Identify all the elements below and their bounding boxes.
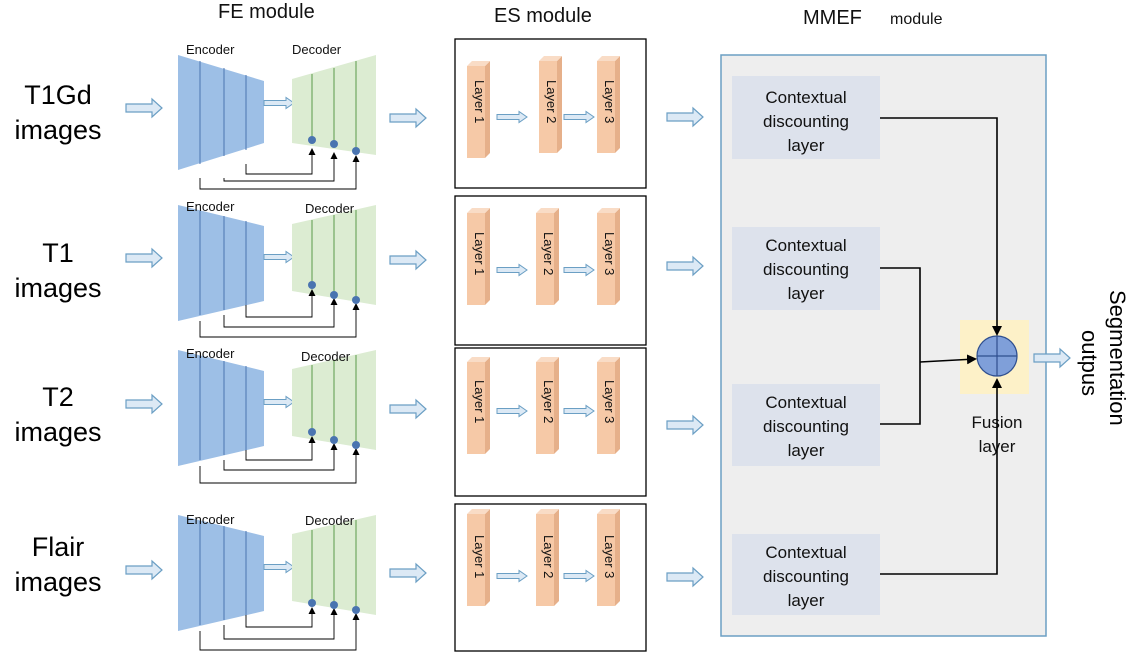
input-label-line2: images — [14, 273, 101, 303]
encoder-label: Encoder — [186, 346, 235, 361]
fe-module-title: FE module — [218, 1, 315, 23]
input-label-line1: Flair — [32, 532, 85, 562]
connector-row4 — [880, 378, 1002, 575]
es-to-mmef-arrow — [666, 415, 704, 435]
connector-row1 — [880, 117, 1002, 336]
cd-box — [732, 534, 880, 615]
cd-box — [732, 227, 880, 310]
es-layers: Layer 1 Layer 2 Layer 3 — [467, 357, 620, 454]
fe-to-es-arrow — [389, 108, 427, 128]
layer-2-label: Layer 2 — [541, 380, 556, 423]
input-arrow — [125, 394, 163, 414]
cd-label-line2: discounting — [763, 260, 849, 279]
cd-label-line1: Contextual — [765, 393, 846, 412]
encoder-label: Encoder — [186, 512, 235, 527]
encoder-decoder: Encoder Decoder — [178, 42, 376, 190]
input-label-line1: T1 — [42, 238, 74, 268]
encoder-decoder: Encoder Decoder — [178, 199, 376, 338]
fe-to-es-arrow — [389, 250, 427, 270]
cd-label-line1: Contextual — [765, 88, 846, 107]
cd-label-line3: layer — [788, 441, 825, 460]
input-label-line1: T1Gd — [24, 80, 92, 110]
output-label-line1: Segmentation — [1105, 290, 1130, 426]
layer-1-label: Layer 1 — [472, 535, 487, 578]
encoder-decoder: Encoder Decoder — [178, 346, 376, 484]
cd-box — [732, 384, 880, 466]
input-arrow — [125, 98, 163, 118]
connector-merge — [919, 354, 977, 365]
encoder-block — [178, 55, 264, 170]
es-module-title: ES module — [494, 5, 592, 27]
row-t1: T1 images Encoder Decoder — [14, 195, 880, 346]
encoder-decoder: Encoder Decoder — [178, 512, 376, 651]
cd-box — [732, 76, 880, 159]
encoder-block — [178, 205, 264, 321]
connector-row2 — [880, 267, 921, 362]
es-layers: Layer 1 Layer 2 Layer 3 — [467, 509, 620, 606]
decoder-label: Decoder — [305, 513, 355, 528]
es-to-mmef-arrow — [666, 256, 704, 276]
cd-label-line3: layer — [788, 284, 825, 303]
fe-to-es-arrow — [389, 563, 427, 583]
decoder-label: Decoder — [301, 349, 351, 364]
cd-label-line2: discounting — [763, 417, 849, 436]
es-to-mmef-arrow — [666, 107, 704, 127]
input-arrow — [125, 248, 163, 268]
layer-3-label: Layer 3 — [602, 535, 617, 578]
mmef-module-title: MMEF — [803, 7, 862, 29]
fe-to-es-arrow — [389, 399, 427, 419]
layer-2-label: Layer 2 — [541, 535, 556, 578]
cd-label-line1: Contextual — [765, 236, 846, 255]
input-label-line1: T2 — [42, 382, 74, 412]
mmef-module-title-suffix: module — [890, 11, 943, 28]
cd-label-line3: layer — [788, 591, 825, 610]
layer-1-label: Layer 1 — [472, 80, 487, 123]
layer-2-label: Layer 2 — [541, 232, 556, 275]
es-layers: Layer 1 Layer 2 Layer 3 — [467, 208, 620, 305]
cd-label-line1: Contextual — [765, 543, 846, 562]
input-arrow — [125, 560, 163, 580]
cd-label-line3: layer — [788, 136, 825, 155]
encoder-block — [178, 515, 264, 631]
cd-label-line2: discounting — [763, 112, 849, 131]
output-label-line2: outpus — [1077, 330, 1102, 396]
input-label-line2: images — [14, 115, 101, 145]
row-t1gd: T1Gd images Encoder Decoder — [14, 38, 880, 190]
cd-label-line2: discounting — [763, 567, 849, 586]
layer-1-label: Layer 1 — [472, 232, 487, 275]
layer-3-label: Layer 3 — [602, 80, 617, 123]
layer-3-label: Layer 3 — [602, 380, 617, 423]
decoder-label: Decoder — [292, 42, 342, 57]
input-label-line2: images — [14, 567, 101, 597]
row-t2: T2 images Encoder Decoder — [14, 346, 880, 497]
layer-1-label: Layer 1 — [472, 380, 487, 423]
decoder-label: Decoder — [305, 201, 355, 216]
input-label-line2: images — [14, 417, 101, 447]
layer-3-label: Layer 3 — [602, 232, 617, 275]
es-layers: Layer 1 Layer 2 Layer 3 — [467, 56, 620, 158]
row-flair: Flair images Encoder Decoder — [14, 503, 880, 652]
encoder-block — [178, 350, 264, 466]
encoder-label: Encoder — [186, 199, 235, 214]
encoder-label: Encoder — [186, 42, 235, 57]
layer-2-label: Layer 2 — [544, 80, 559, 123]
connector-row3 — [880, 362, 921, 425]
es-to-mmef-arrow — [666, 567, 704, 587]
